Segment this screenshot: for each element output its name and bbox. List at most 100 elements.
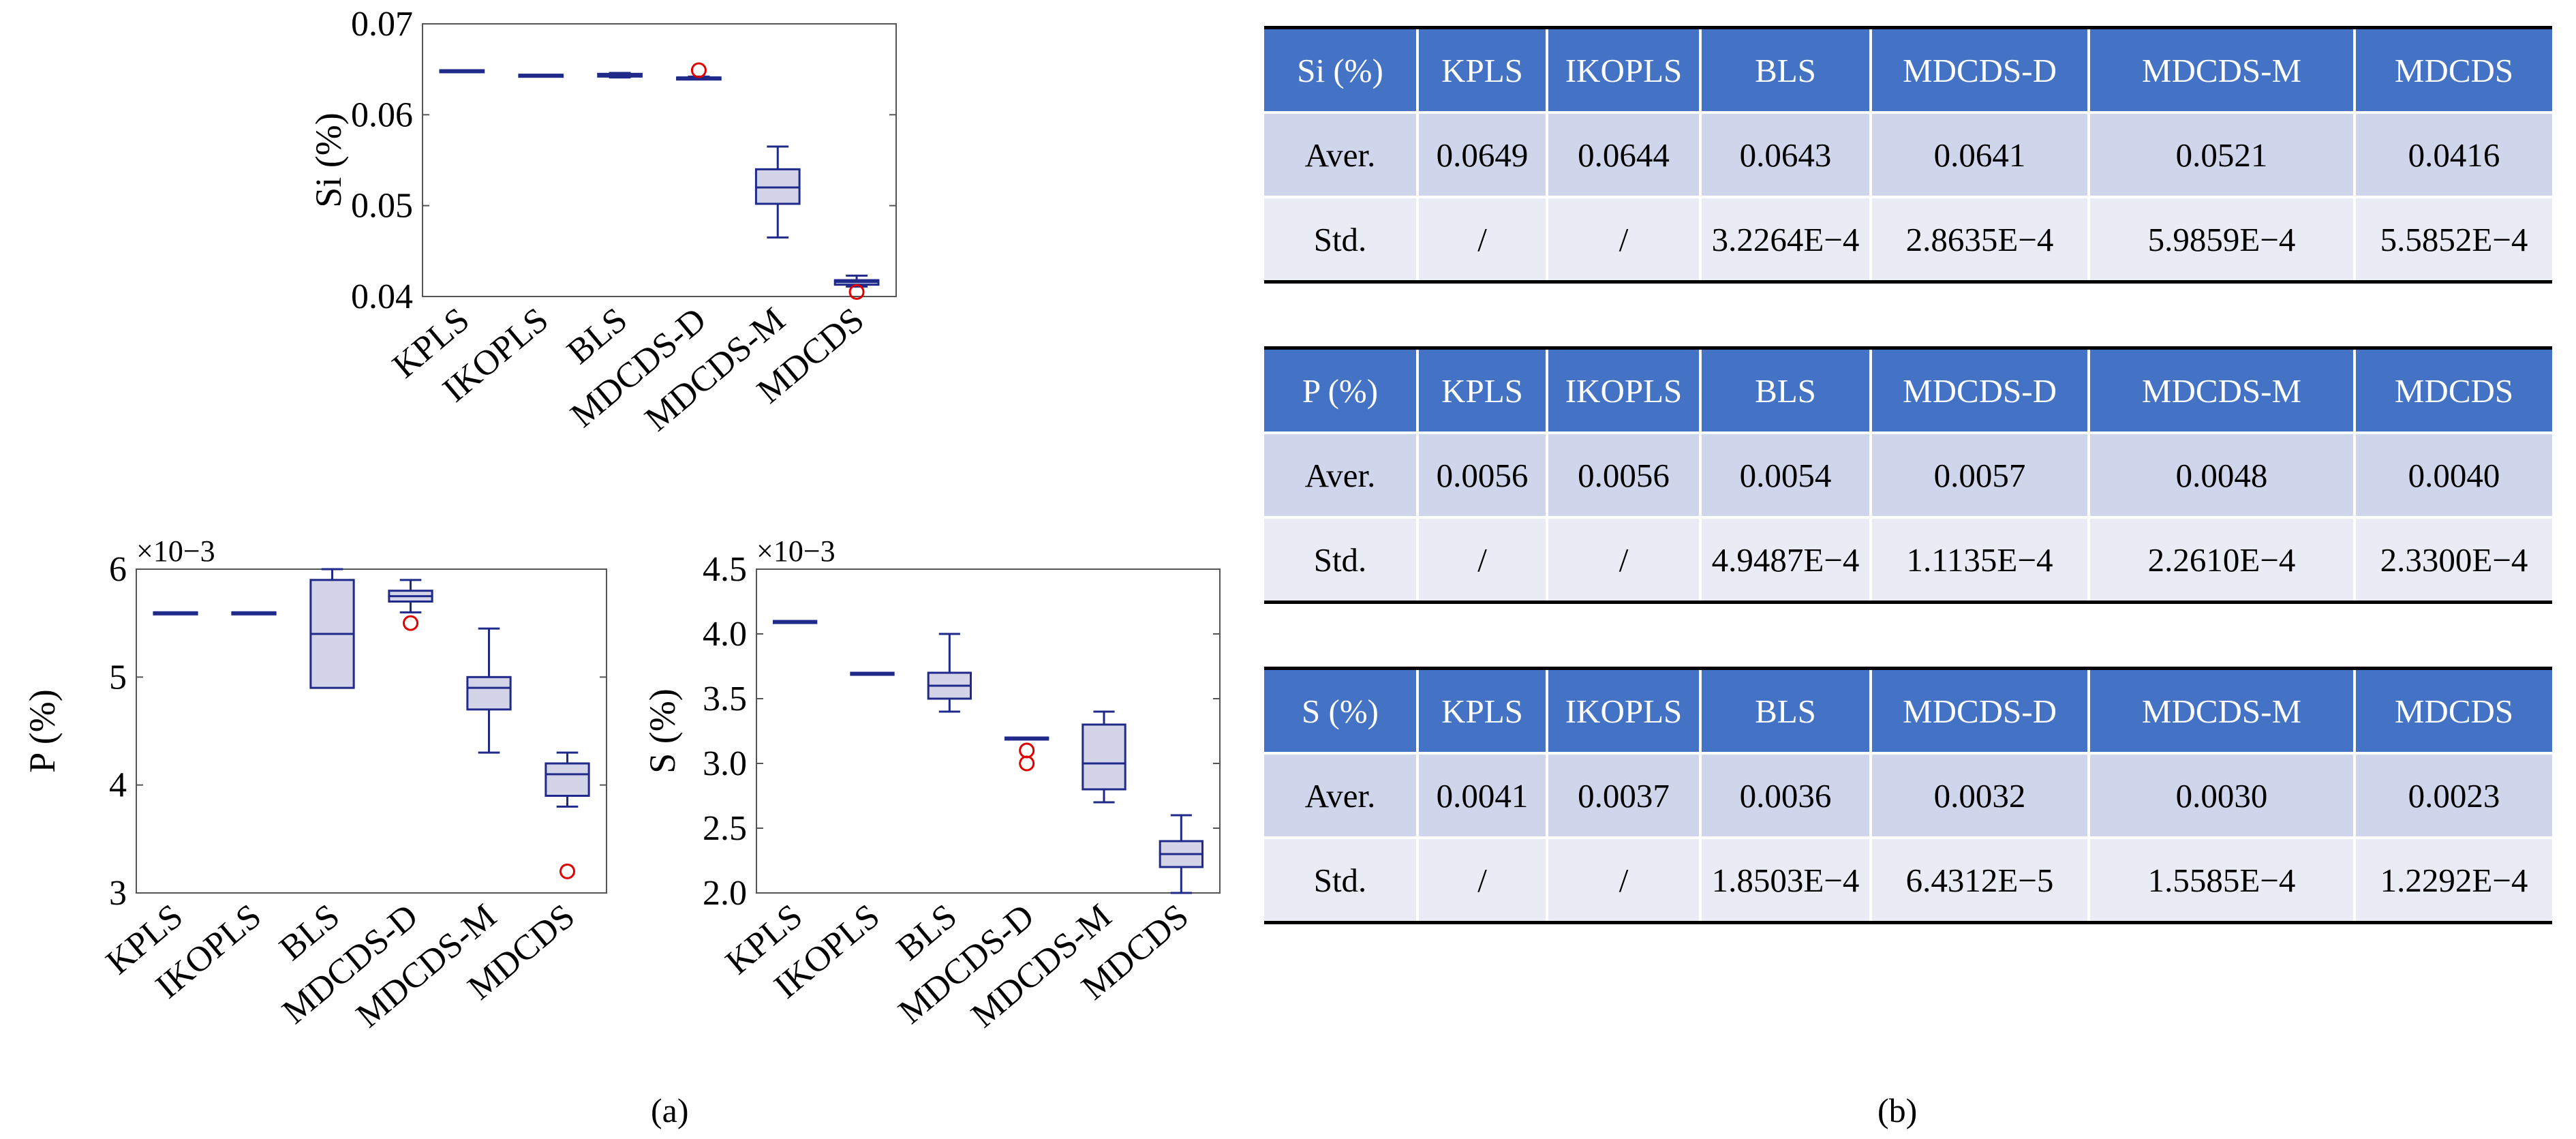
table-cell: 0.0041 [1417,752,1548,838]
table-cell: 1.2292E−4 [2355,836,2552,923]
table-cell: 6.4312E−5 [1871,836,2090,923]
box-MDCDS-D [1005,736,1049,772]
table-header-cell: P (%) [1264,348,1419,433]
table-cell: 0.0023 [2355,752,2552,838]
y-axis-label: S (%) [642,688,683,773]
box-MDCDS-D [388,579,433,631]
box-MDCDS-M [754,145,801,239]
plot-frame [422,23,897,297]
table-header-cell: KPLS [1417,668,1548,753]
y-tick-label: 0.04 [351,277,413,316]
iqr-box [466,675,512,711]
table-header-cell: BLS [1700,27,1872,112]
box-MDCDS [545,751,590,879]
panel-label-a: (a) [651,1091,689,1129]
plot-frame [756,568,1221,894]
table-cell: 0.0416 [2355,111,2552,197]
table-cell: 0.0056 [1417,431,1548,517]
y-tick-label: 3.0 [703,744,747,783]
outlier-point [1019,755,1035,772]
table-header-cell: BLS [1700,668,1872,753]
iqr-box [1082,723,1126,791]
table-header-cell: IKOPLS [1547,27,1702,112]
table-cell: 0.0040 [2355,431,2552,517]
table-cell: Aver. [1264,111,1419,197]
table-header-cell: BLS [1700,348,1872,433]
box-BLS [309,568,355,689]
table-header-cell: IKOPLS [1547,668,1702,753]
table-cell: / [1547,516,1702,603]
table-header-cell: KPLS [1417,348,1548,433]
table-cell: Std. [1264,836,1419,923]
table-header-cell: S (%) [1264,668,1419,753]
panel-label-b: (b) [1877,1091,1918,1129]
outlier-point [848,284,865,300]
box-BLS [597,72,643,79]
outlier-point [559,863,575,879]
table-cell: 0.0030 [2089,752,2356,838]
box-MDCDS [833,274,880,300]
box-MDCDS-M [1082,710,1126,804]
plot-frame [136,568,607,894]
outlier-point [690,62,707,78]
y-axis-label: P (%) [22,689,63,772]
y-tick-label: 2.5 [703,809,747,848]
table-cell: 0.0643 [1700,111,1872,197]
y-tick-label: 6 [109,550,127,589]
y-tick-label: 4.0 [703,615,747,654]
table-header-cell: MDCDS [2355,27,2552,112]
table-cell: 1.8503E−4 [1700,836,1872,923]
table-cell: 0.0036 [1700,752,1872,838]
table-cell: 5.9859E−4 [2089,196,2356,282]
table-header-cell: MDCDS-M [2089,668,2356,753]
y-tick-label: 2.0 [703,874,747,913]
table-cell: 1.5585E−4 [2089,836,2356,923]
table-cell: 3.2264E−4 [1700,196,1872,282]
box-IKOPLS [850,671,895,676]
table-cell: 5.5852E−4 [2355,196,2552,282]
y-tick-label: 3 [109,874,127,913]
table-cell: Aver. [1264,752,1419,838]
box-KPLS [439,69,485,74]
table-cell: 2.2610E−4 [2089,516,2356,603]
y-tick-label: 4.5 [703,550,747,589]
table-cell: / [1547,196,1702,282]
y-tick-label: 4 [109,766,127,805]
table-cell: Std. [1264,516,1419,603]
table-header-cell: MDCDS [2355,668,2552,753]
table-cell: 0.0641 [1871,111,2090,197]
y-tick-label: 3.5 [703,680,747,718]
y-tick-label: 0.05 [351,187,413,226]
outlier-point [1019,742,1035,759]
box-BLS [927,633,972,713]
table-cell: / [1547,836,1702,923]
iqr-box [545,762,590,797]
y-exponent-label: ×10−3 [136,534,215,568]
table-cell: 2.8635E−4 [1871,196,2090,282]
table-cell: / [1417,836,1548,923]
y-axis-label: Si (%) [308,112,349,207]
table-cell: 0.0644 [1547,111,1702,197]
table-cell: / [1417,516,1548,603]
table-header-cell: MDCDS-D [1871,348,2090,433]
y-tick-label: 5 [109,658,127,697]
box-IKOPLS [231,611,277,616]
table-cell: 0.0649 [1417,111,1548,197]
table-cell: 0.0032 [1871,752,2090,838]
table-header-cell: MDCDS-D [1871,27,2090,112]
table-cell: 2.3300E−4 [2355,516,2552,603]
table-cell: 4.9487E−4 [1700,516,1872,603]
y-tick-label: 0.07 [351,5,413,44]
table-cell: 1.1135E−4 [1871,516,2090,603]
